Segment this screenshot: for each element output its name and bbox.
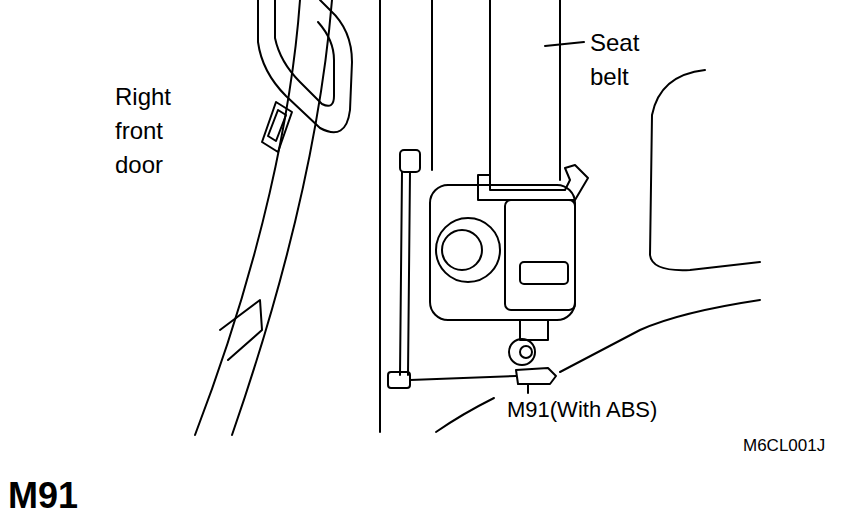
part-label: Seat belt bbox=[590, 26, 662, 94]
door-edge bbox=[232, 0, 332, 435]
connector-symbol bbox=[516, 368, 556, 384]
wire-clip bbox=[388, 372, 410, 388]
retractor-spool bbox=[436, 218, 500, 282]
door-edge bbox=[195, 0, 300, 435]
pillar-edge bbox=[379, 0, 381, 432]
retractor-spool bbox=[442, 230, 482, 270]
door-trim bbox=[220, 300, 262, 360]
connector-heading: M91 bbox=[8, 476, 78, 516]
wire bbox=[400, 172, 402, 375]
wire-clip bbox=[400, 150, 420, 172]
belt-guide bbox=[478, 165, 588, 200]
side-panel bbox=[650, 70, 760, 270]
leader-line bbox=[527, 384, 529, 393]
floor-sill bbox=[436, 398, 494, 432]
retractor-base bbox=[520, 320, 548, 340]
door-latch bbox=[275, 0, 334, 106]
seat-belt-webbing bbox=[489, 0, 491, 180]
door-striker bbox=[268, 110, 286, 141]
wire bbox=[410, 376, 516, 380]
mounting-bolt bbox=[509, 339, 535, 365]
part-label: Right front door bbox=[115, 80, 193, 182]
figure-code: M6CL001J bbox=[743, 434, 825, 458]
floor-sill bbox=[560, 300, 760, 372]
door-striker bbox=[262, 102, 292, 152]
seat-belt-webbing bbox=[559, 0, 561, 180]
retractor-body bbox=[430, 185, 575, 320]
leader-line bbox=[545, 42, 584, 46]
retractor-cover bbox=[505, 200, 575, 310]
connector-label: M91(With ABS) bbox=[507, 394, 657, 425]
mounting-bolt bbox=[520, 346, 532, 358]
pillar-edge bbox=[431, 0, 433, 170]
retractor-slot bbox=[520, 262, 568, 284]
wire bbox=[408, 172, 410, 375]
